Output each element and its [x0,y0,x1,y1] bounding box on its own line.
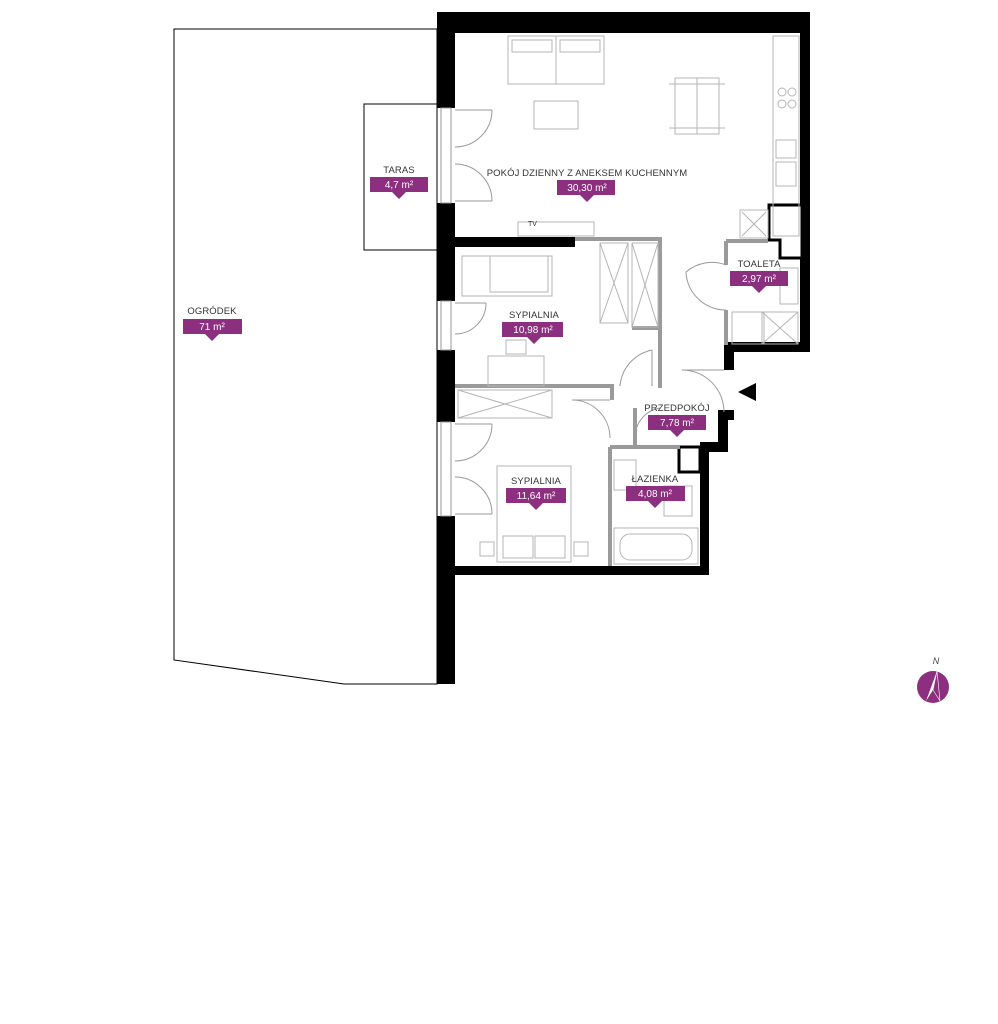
room-name: TARAS [383,165,414,176]
furniture [457,35,800,565]
room-label-sypialnia-1: SYPIALNIA 10,98 m² [502,310,563,344]
partitions [455,237,768,566]
room-area: 4,08 m² [638,489,673,500]
room-area: 11,64 m² [517,491,556,502]
room-label-toaleta: TOALETA 2,97 m² [730,259,788,293]
room-label-sypialnia-2: SYPIALNIA 11,64 m² [506,476,566,510]
room-name: OGRÓDEK [187,306,237,317]
garden-outline [173,28,438,685]
windows [440,107,452,517]
toilet-shaft [767,203,804,260]
room-label-pokoj-dzienny: POKÓJ DZIENNY Z ANEKSEM KUCHENNYM 30,30 … [487,168,688,202]
room-label-ogrodek: OGRÓDEK 71 m² [183,306,242,341]
room-area: 71 m² [199,322,225,333]
room-name: POKÓJ DZIENNY Z ANEKSEM KUCHENNYM [487,168,688,179]
doors [454,109,727,515]
room-label-przedpokoj: PRZEDPOKÓJ 7,78 m² [644,403,710,437]
room-label-taras: TARAS 4,7 m² [370,165,428,199]
room-name: TOALETA [737,259,781,270]
room-name: SYPIALNIA [509,310,560,321]
room-area: 10,98 m² [513,325,553,336]
room-area: 4,7 m² [385,180,414,191]
tv-label: TV [528,221,537,228]
north-label: N [933,656,940,666]
bathroom-shaft [677,445,702,474]
room-name: SYPIALNIA [511,476,562,487]
terrace-outline [363,103,438,251]
room-name: ŁAZIENKA [632,474,679,485]
room-name: PRZEDPOKÓJ [644,403,710,414]
room-area: 2,97 m² [742,274,777,285]
room-area: 7,78 m² [660,418,695,429]
room-label-lazienka: ŁAZIENKA 4,08 m² [626,474,685,508]
exterior-walls [437,12,810,684]
compass-icon: N [917,656,949,703]
entrance-arrow-icon [738,383,756,401]
room-area: 30,30 m² [567,183,607,194]
